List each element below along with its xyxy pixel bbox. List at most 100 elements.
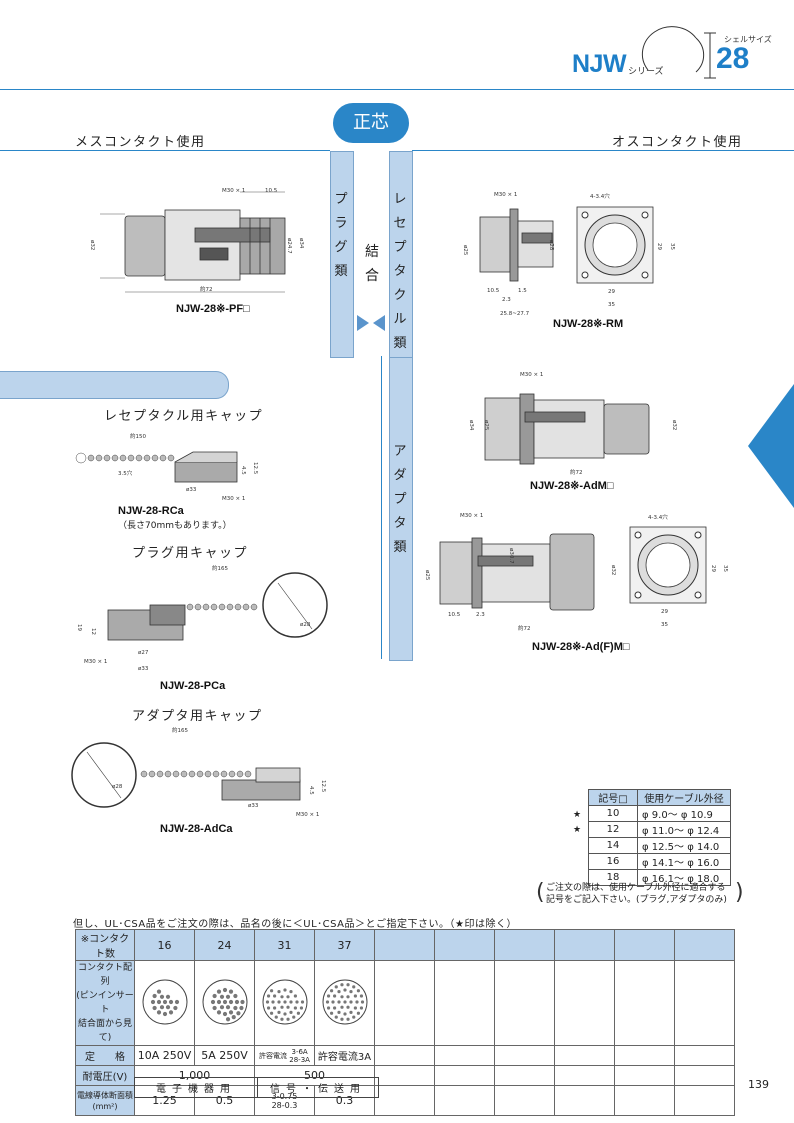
plug-dim-d34: ø34 bbox=[298, 238, 304, 249]
adm-dim-d32: ø32 bbox=[671, 420, 677, 431]
contact-pin bbox=[360, 999, 364, 1004]
contact-pin bbox=[296, 1011, 300, 1015]
male-section-title: オスコンタクト使用 bbox=[612, 135, 743, 150]
spec-label-rating: 定 格 bbox=[75, 1045, 135, 1066]
shell-size-number: 28 bbox=[716, 42, 750, 75]
cable-range: φ 14.1〜 φ 16.0 bbox=[637, 853, 731, 870]
adapter-column bbox=[389, 357, 413, 661]
spec-table: ※コンタクト数 16 24 31 37 コンタクト配列 (ピンインサート 結合面… bbox=[75, 929, 735, 1116]
contact-pin bbox=[279, 1005, 284, 1009]
cable-range: φ 12.5〜 φ 14.0 bbox=[637, 837, 731, 854]
contact-pin bbox=[159, 1004, 164, 1009]
cable-note-line1: ご注文の際は、使用ケーブル外径に適合する bbox=[546, 883, 726, 893]
receptacle-column-char: タ bbox=[393, 264, 407, 279]
contact-pin bbox=[285, 1005, 290, 1009]
receptacle-column bbox=[389, 151, 413, 358]
contact-pin bbox=[334, 984, 338, 988]
receptacle-column-char: ル bbox=[393, 312, 407, 327]
rcap-dim-thread: M30 × 1 bbox=[222, 496, 246, 502]
recept-dim-23: 2.3 bbox=[502, 297, 511, 303]
receptacle-column-char: ク bbox=[393, 288, 407, 303]
contact-pin bbox=[353, 993, 357, 998]
adfm-dim-d32: ø32 bbox=[610, 565, 616, 576]
contact-pin bbox=[219, 994, 224, 999]
contact-count: 16 bbox=[134, 929, 195, 961]
arrow-right-icon bbox=[357, 315, 369, 331]
plug-drawing bbox=[100, 191, 286, 293]
adm-dim-d25: ø25 bbox=[483, 420, 489, 431]
contact-pin bbox=[339, 1005, 344, 1009]
rcap-dim-45: 4.5 bbox=[240, 466, 246, 475]
category-table: 電子機器用 信号・伝送用 bbox=[134, 1077, 379, 1098]
cable-code: 18 bbox=[588, 869, 638, 886]
contact-pin bbox=[345, 994, 350, 998]
plug-cap-drawing bbox=[107, 572, 328, 641]
contact-pin bbox=[156, 1009, 161, 1014]
contact-pin bbox=[325, 999, 329, 1004]
contact-pin bbox=[216, 999, 221, 1004]
contact-pin bbox=[300, 999, 304, 1004]
contact-pin bbox=[165, 1004, 170, 1009]
adapter-m-model: NJW-28※-AdM□ bbox=[530, 480, 614, 492]
contact-pin bbox=[228, 1009, 233, 1014]
contact-count: 24 bbox=[194, 929, 255, 961]
cable-code: 14 bbox=[588, 837, 638, 854]
recept-dim-range: 25.8~27.7 bbox=[500, 311, 530, 317]
ul-note: 但し、UL･CSA品をご注文の際は、品名の後に＜UL･CSA品＞とご指定下さい。… bbox=[73, 919, 517, 930]
adapter-cap-title: アダプタ用キャップ bbox=[132, 709, 263, 724]
adapter-m-drawing bbox=[484, 393, 650, 465]
plug-dim-length: 10.5 bbox=[265, 188, 278, 194]
contact-pin bbox=[348, 989, 353, 993]
plug-dim-overall: 約72 bbox=[200, 287, 213, 293]
contact-pin bbox=[269, 1011, 273, 1015]
contact-pin bbox=[168, 999, 173, 1004]
contact-pin bbox=[265, 999, 269, 1004]
adfm-dim-holes: 4-3.4穴 bbox=[648, 515, 668, 521]
contact-pin bbox=[356, 988, 360, 992]
contact-pin bbox=[232, 993, 237, 998]
page-number: 139 bbox=[748, 1078, 769, 1091]
contact-pin bbox=[279, 1017, 284, 1021]
contact-pin bbox=[232, 1005, 237, 1010]
contact-pin bbox=[294, 999, 299, 1004]
contact-pin bbox=[345, 982, 350, 986]
rcap-dim-hole: 3.5穴 bbox=[118, 471, 133, 477]
rating-value: 許容電流3A bbox=[314, 1045, 375, 1066]
section-rule-left bbox=[0, 150, 330, 151]
plug-column-char: ラ bbox=[334, 216, 348, 231]
cap-section-tab bbox=[0, 371, 229, 399]
plug-cap-title: プラグ用キャップ bbox=[132, 546, 249, 561]
pcap-dim-19: 19 bbox=[76, 624, 82, 631]
acap-dim-125: 12.5 bbox=[320, 780, 326, 793]
contact-pin bbox=[293, 1005, 297, 1010]
contact-pin bbox=[219, 1004, 224, 1009]
spec-label-wire: 電線導体断面積(mm²) bbox=[75, 1085, 135, 1116]
contact-pin bbox=[285, 1017, 290, 1021]
contact-pin bbox=[282, 987, 287, 992]
plug-dim-d247: ø24.7 bbox=[286, 238, 292, 254]
plug-dim-thread: M30 × 1 bbox=[222, 188, 246, 194]
section-rule-right bbox=[412, 150, 794, 151]
contact-pin bbox=[162, 999, 167, 1004]
contact-pin bbox=[266, 1005, 270, 1010]
contact-pin bbox=[216, 989, 221, 994]
receptacle-drawing bbox=[479, 208, 554, 282]
contact-pin bbox=[228, 989, 233, 994]
contact-pin bbox=[276, 989, 281, 993]
contact-pin bbox=[276, 1010, 281, 1014]
adfm-dim-35v: 35 bbox=[722, 565, 728, 572]
page-edge-triangle bbox=[748, 384, 794, 508]
adfm-dim-d25: ø25 bbox=[424, 570, 430, 581]
header-rule bbox=[0, 89, 794, 90]
contact-pin bbox=[152, 993, 157, 998]
arrow-left-icon bbox=[373, 315, 385, 331]
recept-dim-holes: 4-3.4穴 bbox=[590, 194, 610, 200]
adapter-column-char: 類 bbox=[393, 540, 407, 555]
contact-pin bbox=[239, 999, 245, 1004]
contact-pin bbox=[162, 1011, 167, 1016]
contact-pin bbox=[266, 993, 270, 998]
contact-pin bbox=[326, 1005, 330, 1010]
